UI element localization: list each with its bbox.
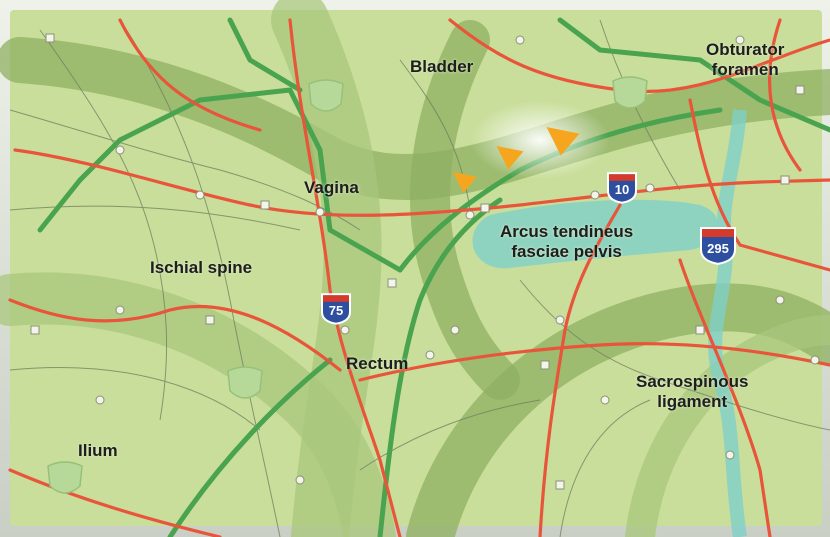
road-junction — [260, 200, 270, 210]
shield-top-band — [609, 174, 635, 181]
road-junction — [115, 305, 125, 315]
green-road-6 — [167, 357, 333, 537]
road-junction — [735, 35, 745, 45]
band-left — [0, 272, 396, 537]
road-junction — [30, 325, 40, 335]
band-center — [410, 20, 520, 400]
label-obturator-foramen: Obturator foramen — [706, 40, 785, 79]
route-shield-icon — [308, 79, 344, 112]
direction-arrow-icon — [496, 146, 524, 170]
road-junction — [725, 450, 735, 460]
road-junction — [480, 203, 490, 213]
road-junction — [315, 207, 325, 217]
highway-c — [358, 342, 830, 382]
route-shield-icon — [47, 461, 83, 494]
highway-i75 — [288, 18, 402, 537]
route-shield-icon — [227, 366, 263, 399]
road-junction — [195, 190, 205, 200]
interstate-shield-10: 10 — [607, 172, 637, 204]
shield-number: 75 — [329, 303, 343, 318]
road-junction — [205, 315, 215, 325]
road-junction — [695, 325, 705, 335]
road-junction — [450, 325, 460, 335]
road-junction — [515, 35, 525, 45]
interstate-shields: 10 295 75 — [321, 172, 736, 325]
shield-top-band — [323, 295, 349, 302]
road-junction — [465, 210, 475, 220]
road-junction — [780, 175, 790, 185]
direction-arrow-icon — [546, 127, 580, 156]
road-junction — [540, 360, 550, 370]
minor-roads — [9, 19, 830, 537]
label-ischial-spine: Ischial spine — [150, 258, 253, 277]
shield-number: 10 — [615, 182, 629, 197]
interstate-shield-75: 75 — [321, 293, 351, 325]
highway-a — [118, 18, 262, 132]
road-junction — [645, 183, 655, 193]
direction-arrows — [453, 127, 580, 193]
road-junction — [775, 295, 785, 305]
label-arcus-tendineus: Arcus tendineus fasciae pelvis — [500, 222, 634, 261]
green-road-4 — [227, 17, 303, 93]
green-road-3 — [557, 17, 830, 133]
green-road-1 — [37, 87, 403, 273]
highway-d — [538, 203, 622, 537]
road-junctions — [30, 33, 820, 490]
band-right — [625, 315, 830, 537]
road-junction — [810, 355, 820, 365]
road-junction — [600, 395, 610, 405]
label-bladder: Bladder — [410, 57, 474, 76]
road-junction — [555, 480, 565, 490]
band-lower — [406, 283, 830, 537]
road-junction — [115, 145, 125, 155]
highway-e — [768, 18, 802, 172]
interstate-shield-295: 295 — [700, 227, 736, 265]
arrow-glow — [470, 100, 610, 180]
road-junction — [425, 350, 435, 360]
label-rectum: Rectum — [346, 354, 409, 373]
route-markers — [47, 76, 648, 494]
label-ilium: Ilium — [78, 441, 118, 460]
route-shield-icon — [612, 76, 648, 109]
road-junction — [95, 395, 105, 405]
shield-number: 295 — [707, 241, 729, 256]
road-junction — [340, 325, 350, 335]
shield-icon — [700, 227, 736, 265]
road-junction — [387, 278, 397, 288]
green-road-5 — [377, 197, 503, 537]
road-junction — [295, 475, 305, 485]
road-junction — [795, 85, 805, 95]
label-sacrospinous-ligament: Sacrospinous ligament — [636, 372, 749, 411]
label-vagina: Vagina — [304, 178, 359, 197]
highway-b — [8, 298, 342, 372]
road-junction — [590, 190, 600, 200]
road-junction — [45, 33, 55, 43]
road-junction — [555, 315, 565, 325]
lake-arcus — [472, 199, 719, 269]
highway-f — [8, 468, 222, 537]
shield-top-band — [702, 229, 734, 238]
direction-arrow-icon — [453, 172, 477, 193]
highway-h — [678, 258, 772, 537]
